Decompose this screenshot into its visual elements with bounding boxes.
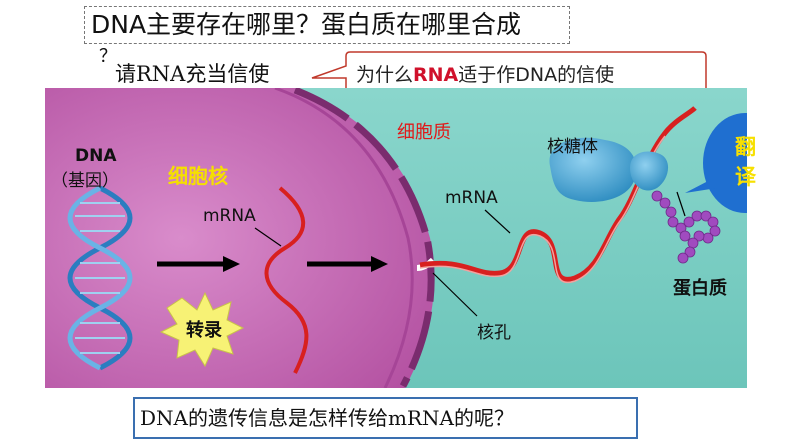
mrna-outside-label: mRNA bbox=[445, 188, 498, 208]
callout-prefix: 为什么 bbox=[356, 64, 413, 86]
top-question: DNA主要存在哪里？蛋白质在哪里合成 bbox=[84, 6, 570, 44]
transcription-label: 转录 bbox=[186, 316, 222, 342]
cell-diagram: DNA （基因） 细胞核 细胞质 mRNA mRNA 核糖体 转录 核孔 蛋白质… bbox=[45, 88, 747, 388]
ribosome-label: 核糖体 bbox=[547, 132, 598, 157]
callout-text: 为什么RNA适于作DNA的信使 bbox=[356, 60, 614, 87]
mrna-inside-label: mRNA bbox=[203, 206, 256, 226]
bottom-question: DNA的遗传信息是怎样传给mRNA的呢？ bbox=[133, 397, 638, 439]
protein-label: 蛋白质 bbox=[673, 274, 727, 300]
gene-label: （基因） bbox=[51, 166, 119, 191]
callout-highlight: RNA bbox=[413, 64, 458, 86]
cell-diagram-graphic bbox=[45, 88, 747, 388]
callout-suffix: 适于作DNA的信使 bbox=[458, 64, 614, 86]
translation-label: 翻 译 bbox=[735, 132, 755, 192]
nucleus-label: 细胞核 bbox=[168, 160, 228, 189]
top-question-text: DNA主要存在哪里？蛋白质在哪里合成 bbox=[91, 10, 521, 39]
cytoplasm-label: 细胞质 bbox=[397, 118, 451, 144]
nuclear-pore-label: 核孔 bbox=[477, 318, 511, 343]
dna-label: DNA bbox=[75, 146, 117, 166]
messenger-statement: 请RNA充当信使 bbox=[115, 58, 269, 88]
